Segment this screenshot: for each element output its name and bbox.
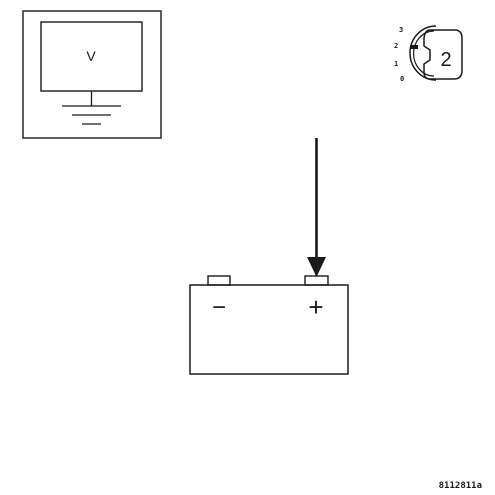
battery-negative-symbol: − [212, 294, 226, 321]
voltmeter-symbol: V [86, 48, 96, 64]
battery-body [189, 284, 349, 375]
battery-negative-terminal [207, 275, 231, 286]
battery-positive-terminal [304, 275, 329, 286]
ignition-selected-position: 2 [440, 49, 451, 71]
probe-arrow [307, 138, 326, 277]
voltmeter-outer-frame [22, 10, 162, 139]
ignition-position-1: 1 [394, 60, 398, 68]
figure-code: 8112811a [439, 481, 482, 491]
battery: − + [189, 275, 349, 375]
ignition-position-2: 2 [394, 42, 398, 50]
ground-icon [62, 91, 121, 125]
battery-positive-symbol: + [308, 292, 323, 322]
voltmeter: V [22, 10, 162, 139]
arrow-head-icon [307, 257, 326, 277]
ignition-key-icon: 2 [409, 25, 463, 81]
ignition-position-3: 3 [399, 26, 403, 34]
ignition-switch: 3 2 1 0 2 [394, 25, 463, 83]
ignition-position-0: 0 [400, 75, 404, 83]
